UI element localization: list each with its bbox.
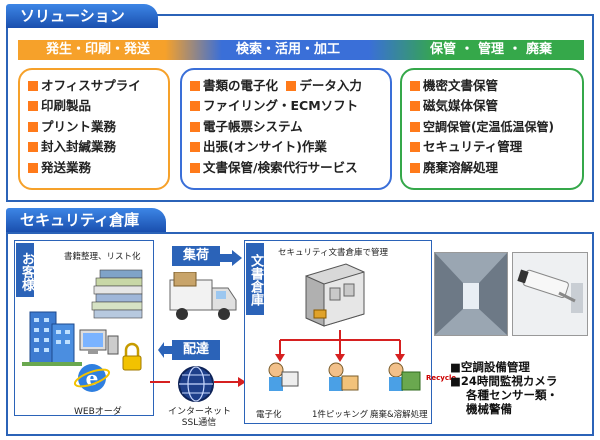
safe-icon	[305, 263, 365, 327]
feature-item: 機械警備	[466, 402, 512, 416]
warehouse-label: 文書倉庫	[246, 243, 264, 315]
computer-icon	[79, 329, 119, 355]
service-digitize: 電子化	[256, 410, 282, 420]
lock-icon	[122, 342, 142, 371]
bullet-icon	[190, 81, 200, 91]
service-item[interactable]: プリント業務	[28, 117, 160, 137]
service-item[interactable]: 文書保管/検索代行サービス	[190, 158, 382, 178]
bullet-icon	[190, 162, 200, 173]
bullet-icon	[28, 121, 38, 132]
worker-icon	[328, 362, 359, 391]
solutions-title: ソリューション	[6, 4, 158, 28]
aisle-icon	[435, 253, 507, 335]
bullet-icon	[410, 121, 420, 132]
service-item[interactable]: ファイリング・ECMソフト	[190, 96, 382, 116]
service-group-issue: オフィスサプライ 印刷製品 プリント業務 封入封緘業務 発送業務	[18, 68, 170, 190]
web-order-label: WEBオーダ	[74, 407, 122, 417]
service-item[interactable]: 出張(オンサイト)作業	[190, 137, 382, 157]
bullet-icon	[410, 81, 420, 91]
arrow-to-warehouse	[150, 377, 246, 387]
pickup-label: 集荷	[172, 246, 220, 266]
bullet-icon	[190, 142, 200, 153]
books-icon	[91, 269, 143, 319]
bullet-icon	[410, 101, 420, 112]
service-item[interactable]: 書類の電子化	[190, 78, 278, 93]
building-icon	[22, 311, 82, 366]
feature-item: ■24時間監視カメラ	[450, 374, 558, 388]
warehouse-aisle-photo	[434, 252, 508, 336]
bullet-icon	[410, 162, 420, 173]
bullet-icon	[410, 142, 420, 153]
ssl-label: SSL通信	[181, 418, 217, 428]
bullet-icon	[28, 101, 38, 112]
browser-icon: e	[73, 364, 111, 392]
service-item[interactable]: 機密文書保管	[410, 76, 574, 96]
internet-label: インターネット	[168, 407, 232, 417]
category-storage: 保管 ・ 管理 ・ 廃棄	[429, 42, 553, 57]
service-item[interactable]: オフィスサプライ	[28, 76, 160, 96]
delivery-label: 配達	[172, 340, 220, 360]
service-item[interactable]: データ入力	[286, 78, 362, 93]
worker-icon	[388, 362, 421, 391]
customer-label: お客様	[16, 243, 34, 297]
service-item[interactable]: 電子帳票システム	[190, 117, 382, 137]
arrow-left-icon	[158, 342, 172, 358]
bullet-icon	[28, 142, 38, 153]
service-item[interactable]: セキュリティ管理	[410, 137, 574, 157]
bullet-icon	[286, 81, 297, 91]
category-bar	[18, 40, 584, 60]
service-item[interactable]: 封入封緘業務	[28, 137, 160, 157]
service-item[interactable]: 発送業務	[28, 158, 160, 178]
recycle-text: Recycle	[426, 374, 457, 382]
service-item[interactable]: 空調保管(定温低温保管)	[410, 117, 574, 137]
bullet-icon	[190, 101, 200, 112]
service-group-storage: 機密文書保管 磁気媒体保管 空調保管(定温低温保管) セキュリティ管理 廃棄溶解…	[400, 68, 584, 190]
warehouse-illustration	[268, 263, 421, 391]
truck-icon	[169, 272, 237, 320]
bullet-icon	[28, 81, 38, 91]
camera-photo	[512, 252, 588, 336]
feature-item: ■空調設備管理	[450, 360, 530, 374]
security-camera-icon	[513, 253, 587, 335]
service-disposal: 廃棄&溶解処理	[370, 410, 428, 420]
warehouse-title: セキュリティ倉庫	[6, 208, 166, 232]
bullet-icon	[28, 162, 38, 173]
category-issue: 発生・印刷・発送	[45, 42, 150, 57]
worker-icon	[268, 362, 299, 391]
globe-icon	[178, 366, 214, 402]
warehouse-note: セキュリティ文書倉庫で管理	[278, 248, 388, 258]
service-item[interactable]: 磁気媒体保管	[410, 96, 574, 116]
bullet-icon	[190, 121, 200, 132]
service-group-search: 書類の電子化 データ入力 ファイリング・ECMソフト 電子帳票システム 出張(オ…	[180, 68, 392, 190]
service-item[interactable]: 廃棄溶解処理	[410, 158, 574, 178]
feature-item: 各種センサー類・	[466, 388, 558, 402]
service-item[interactable]: 印刷製品	[28, 96, 160, 116]
category-search: 検索・活用・加工	[235, 42, 340, 57]
arrow-right-icon	[220, 250, 242, 266]
service-picking: 1件ピッキング	[312, 410, 369, 420]
customer-illustration: e	[22, 269, 143, 392]
customer-note: 書籍整理、リスト化	[64, 252, 141, 262]
